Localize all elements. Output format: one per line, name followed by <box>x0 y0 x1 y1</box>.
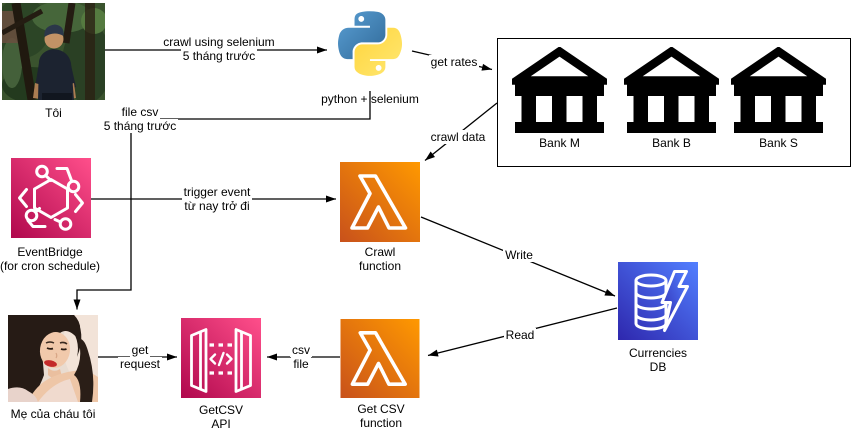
python-logo-icon <box>330 10 410 95</box>
bank-m-label: Bank M <box>539 136 580 150</box>
bank-b: Bank B <box>623 47 720 150</box>
man-photo <box>0 0 112 105</box>
eventbridge-icon <box>11 158 91 243</box>
edge-label-file-csv: file csv 5 tháng trước <box>101 105 179 133</box>
me-label: Tôi <box>45 106 62 120</box>
dynamodb-icon <box>618 262 698 345</box>
edge-label-get-rates: get rates <box>428 55 480 69</box>
edge-label-crawl-data: crawl data <box>428 130 488 144</box>
edge-label-crawl-selenium: crawl using selenium 5 tháng trước <box>161 35 277 63</box>
bank-s: Bank S <box>730 47 827 150</box>
currencies-db-label: Currencies DB <box>628 346 688 374</box>
bank-building-icon <box>731 47 826 133</box>
lambda-icon-getcsv <box>340 319 420 403</box>
get-csv-function-label: Get CSV function <box>357 402 405 430</box>
eventbridge-label: EventBridge (for cron schedule) <box>0 245 101 273</box>
bank-m: Bank M <box>511 47 608 150</box>
edge-label-get-request: get request <box>117 343 163 371</box>
lambda-icon-crawl <box>340 162 420 247</box>
mother-label: Mẹ của cháu tôi <box>10 407 96 421</box>
edge-label-read: Read <box>503 328 537 342</box>
bank-building-icon <box>624 47 719 133</box>
edge-label-csv-file: csv file <box>290 343 312 371</box>
bank-building-icon <box>512 47 607 133</box>
bank-b-label: Bank B <box>652 136 691 150</box>
bank-s-label: Bank S <box>759 136 798 150</box>
edge-label-trigger-event: trigger event từ nay trở đi <box>181 185 253 213</box>
woman-photo <box>8 305 113 407</box>
get-csv-api-label: GetCSV API <box>198 403 243 431</box>
banks-group-box: Bank M Bank B Bank S <box>497 38 851 167</box>
edge-label-write: Write <box>503 248 535 262</box>
api-gateway-icon <box>180 318 262 403</box>
crawl-function-label: Crawl function <box>358 245 402 273</box>
